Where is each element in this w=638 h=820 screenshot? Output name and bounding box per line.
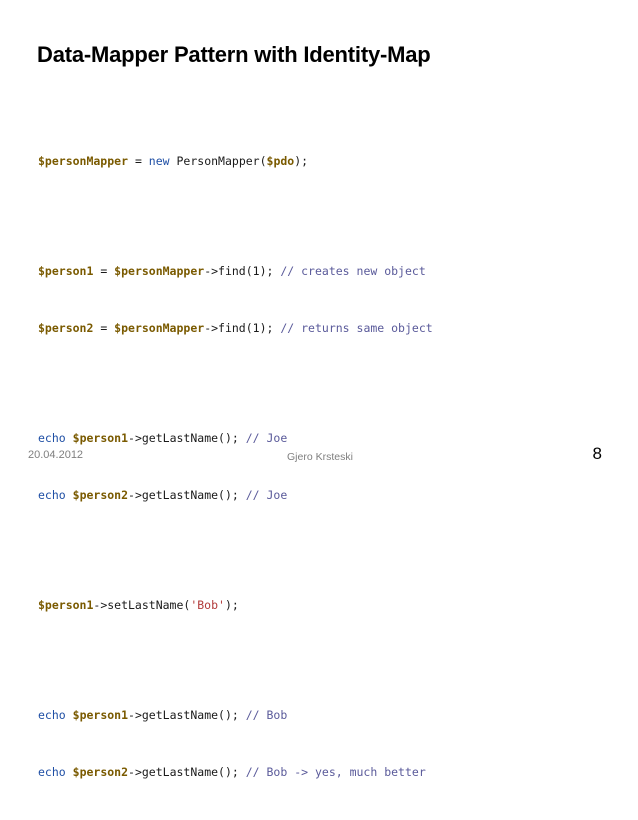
code-token: ->find(1); — [204, 321, 281, 335]
code-token — [66, 765, 73, 779]
page-number: 8 — [592, 444, 602, 463]
code-token: $person2 — [38, 321, 94, 335]
code-token — [66, 488, 73, 502]
code-token: $person1 — [38, 264, 94, 278]
code-token: echo — [38, 708, 66, 722]
code-token: echo — [38, 431, 66, 445]
code-string: 'Bob' — [190, 598, 225, 612]
footer-author: Gjero Krsteski — [287, 451, 353, 463]
code-token: ->getLastName(); — [128, 708, 246, 722]
code-token: echo — [38, 488, 66, 502]
code-line: $person1 = $personMapper->find(1); // cr… — [38, 262, 433, 281]
code-comment: // creates new object — [280, 264, 426, 278]
code-spacer — [38, 209, 433, 224]
code-line: $personMapper = new PersonMapper($pdo); — [38, 152, 433, 171]
code-line: $person1->setLastName('Bob'); — [38, 596, 433, 615]
code-token: $person1 — [38, 598, 94, 612]
code-token: PersonMapper( — [169, 154, 267, 168]
code-spacer — [38, 543, 433, 558]
code-token: ); — [224, 598, 239, 612]
code-line: echo $person2->getLastName(); // Bob -> … — [38, 763, 433, 782]
code-token: $personMapper — [114, 321, 205, 335]
code-token: = — [93, 264, 115, 278]
code-token: $pdo — [266, 154, 295, 168]
code-token: ->find(1); — [204, 264, 281, 278]
code-token — [66, 431, 73, 445]
slide: Data-Mapper Pattern with Identity-Map $p… — [28, 42, 602, 779]
code-token — [66, 708, 73, 722]
code-block: $personMapper = new PersonMapper($pdo); … — [38, 114, 433, 820]
code-token: ->getLastName(); — [128, 431, 246, 445]
code-line: $person2 = $personMapper->find(1); // re… — [38, 319, 433, 338]
code-token: $personMapper — [38, 154, 129, 168]
code-token: ); — [294, 154, 309, 168]
code-token: $personMapper — [114, 264, 205, 278]
code-token: $person1 — [72, 431, 129, 445]
code-token: = — [128, 154, 149, 168]
code-spacer — [38, 376, 433, 391]
code-comment: // Joe — [245, 488, 288, 502]
code-token: $person2 — [72, 488, 129, 502]
code-line: echo $person1->getLastName(); // Bob — [38, 706, 433, 725]
code-comment: // Bob -> yes, much better — [245, 765, 426, 779]
code-token: echo — [38, 765, 66, 779]
code-token: ->getLastName(); — [128, 488, 246, 502]
code-spacer — [38, 653, 433, 668]
code-token: ->setLastName( — [93, 598, 191, 612]
code-comment: // Bob — [245, 708, 288, 722]
code-token: new — [148, 154, 170, 168]
code-token: = — [93, 321, 115, 335]
slide-title: Data-Mapper Pattern with Identity-Map — [37, 42, 431, 67]
code-comment: // returns same object — [280, 321, 433, 335]
code-token: ->getLastName(); — [128, 765, 246, 779]
code-line: echo $person1->getLastName(); // Joe — [38, 429, 433, 448]
code-comment: // Joe — [245, 431, 288, 445]
footer-date: 20.04.2012 — [28, 449, 84, 461]
code-token: $person2 — [72, 765, 129, 779]
code-token: $person1 — [72, 708, 129, 722]
code-line: echo $person2->getLastName(); // Joe — [38, 486, 433, 505]
